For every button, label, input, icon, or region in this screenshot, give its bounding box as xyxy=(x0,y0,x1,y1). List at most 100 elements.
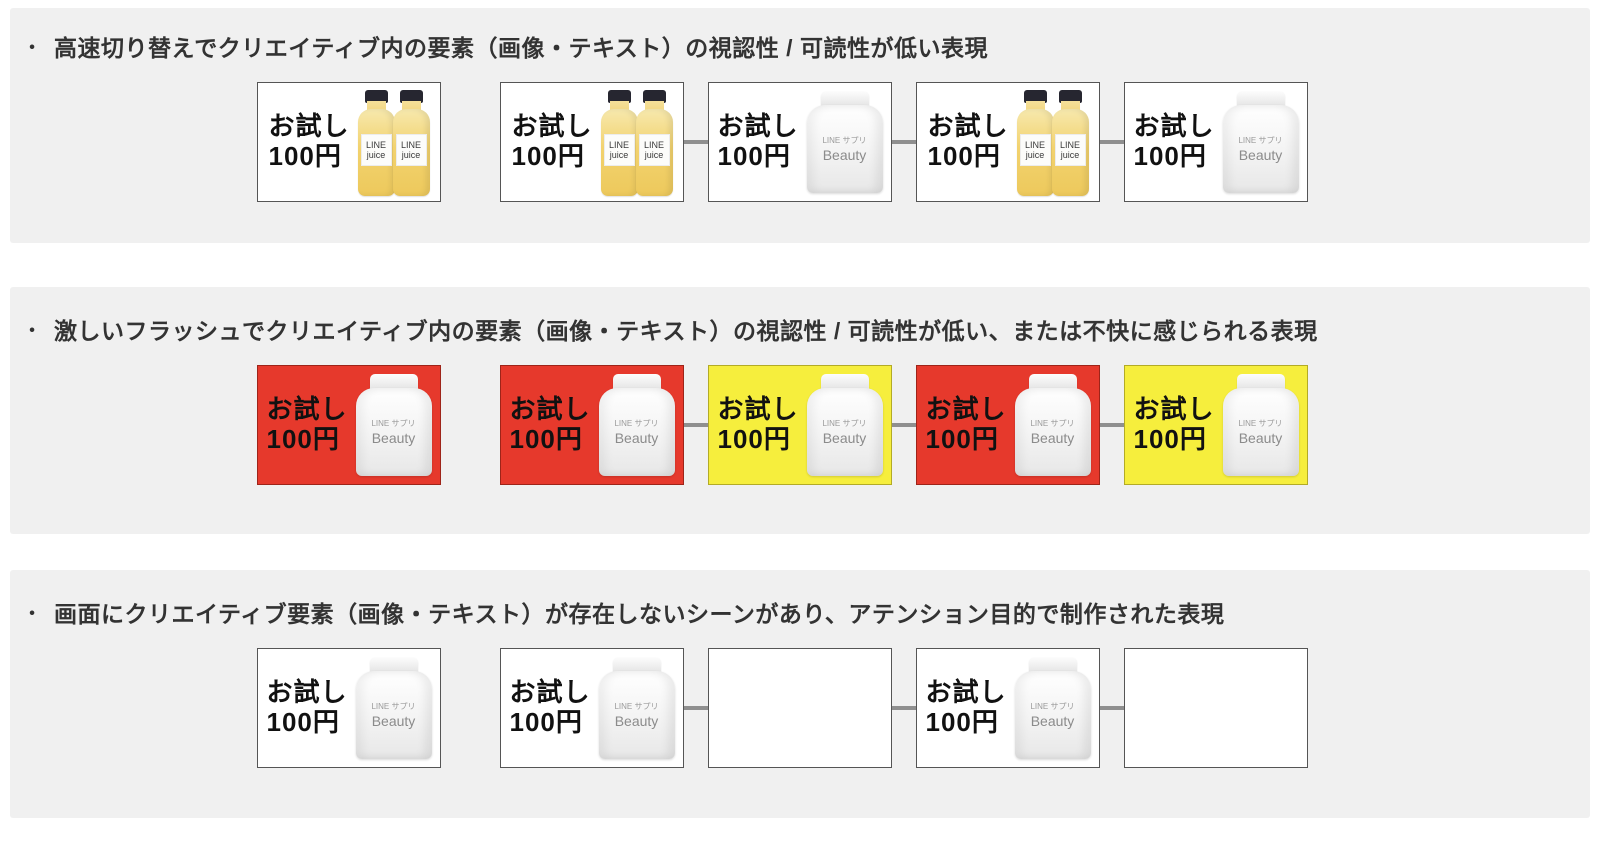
bottle-cap xyxy=(364,89,388,103)
jar-body: LINE サプリ Beauty xyxy=(598,387,675,476)
section-blank-scenes: • 画面にクリエイティブ要素（画像・テキスト）が存在しないシーンがあり、アテンシ… xyxy=(10,570,1590,818)
ad-frame-card: お試し 100円 LINE サプリ Beauty xyxy=(500,647,684,768)
connector-line xyxy=(892,422,916,427)
juice-bottle-image: LINE juice xyxy=(357,89,395,196)
price-line1: お試し xyxy=(925,394,1007,424)
price-text: お試し 100円 xyxy=(268,111,350,172)
ad-frame-card: お試し 100円 LINE サプリ Beauty xyxy=(257,647,441,768)
section-title: 激しいフラッシュでクリエイティブ内の要素（画像・テキスト）の視認性 / 可読性が… xyxy=(54,318,1318,344)
ad-frame-card: お試し 100円 LINE juice xyxy=(916,81,1100,202)
price-line2: 100円 xyxy=(268,140,342,171)
supplement-jar-image: LINE サプリ Beauty xyxy=(1014,373,1091,476)
juice-bottle-image: LINE juice xyxy=(1051,89,1089,196)
juice-bottle-image: LINE juice xyxy=(392,89,430,196)
bottle-label-line2: juice xyxy=(1060,149,1080,160)
jar-label-small: LINE サプリ xyxy=(1030,418,1075,428)
bottle-cap xyxy=(1023,89,1047,103)
bottle-label-line2: juice xyxy=(609,149,629,160)
connector-line xyxy=(1100,139,1124,144)
juice-bottle-image: LINE juice xyxy=(600,89,638,196)
price-line1: お試し xyxy=(927,111,1009,141)
price-line2: 100円 xyxy=(1133,140,1207,171)
price-line2: 100円 xyxy=(717,423,791,454)
price-text: お試し 100円 xyxy=(925,394,1007,455)
jar-label-big: Beauty xyxy=(822,146,867,163)
jar-body: LINE サプリ Beauty xyxy=(355,387,432,476)
price-text: お試し 100円 xyxy=(927,111,1009,172)
frames-row: お試し 100円 LINE サプリ Beauty お試し 100円 LINE サ… xyxy=(257,364,1590,485)
juice-bottles-image: LINE juice LINE juice xyxy=(1016,88,1089,196)
ad-frame-card: お試し 100円 LINE サプリ Beauty xyxy=(708,81,892,202)
jar-cap xyxy=(820,373,869,391)
price-line1: お試し xyxy=(1133,111,1215,141)
supplement-jar-image: LINE サプリ Beauty xyxy=(1014,656,1091,759)
bottle-label-line2: juice xyxy=(366,149,386,160)
jar-label-small: LINE サプリ xyxy=(1030,701,1075,711)
price-line2: 100円 xyxy=(266,423,340,454)
price-line2: 100円 xyxy=(925,423,999,454)
bottle-label-line1: LINE xyxy=(400,139,421,150)
bottle-label: LINE juice xyxy=(1054,133,1086,166)
section-title-row: • 激しいフラッシュでクリエイティブ内の要素（画像・テキスト）の視認性 / 可読… xyxy=(10,317,1590,347)
connector-line xyxy=(892,139,916,144)
jar-label-small: LINE サプリ xyxy=(371,701,416,711)
jar-cap xyxy=(1028,373,1077,391)
section-flashing: • 激しいフラッシュでクリエイティブ内の要素（画像・テキスト）の視認性 / 可読… xyxy=(10,287,1590,534)
price-text: お試し 100円 xyxy=(509,677,591,738)
price-line1: お試し xyxy=(509,677,591,707)
jar-body: LINE サプリ Beauty xyxy=(1222,104,1299,193)
supplement-jar-image: LINE サプリ Beauty xyxy=(598,373,675,476)
jar-label-big: Beauty xyxy=(371,712,416,729)
price-line2: 100円 xyxy=(266,706,340,737)
price-line2: 100円 xyxy=(509,423,583,454)
bottle-label: LINE juice xyxy=(1019,133,1051,166)
jar-label-big: Beauty xyxy=(614,429,659,446)
price-line1: お試し xyxy=(268,111,350,141)
supplement-jar-image: LINE サプリ Beauty xyxy=(598,656,675,759)
price-text: お試し 100円 xyxy=(266,394,347,455)
ad-frame-card: お試し 100円 LINE juice xyxy=(500,81,684,202)
jar-label-small: LINE サプリ xyxy=(614,418,659,428)
price-text: お試し 100円 xyxy=(1133,111,1215,172)
frames-row: お試し 100円 LINE サプリ Beauty お試し 100円 LINE サ… xyxy=(257,647,1590,768)
bottle-label: LINE juice xyxy=(360,133,392,166)
price-line1: お試し xyxy=(1133,394,1215,424)
price-text: お試し 100円 xyxy=(509,394,590,455)
bottle-label-line1: LINE xyxy=(1024,139,1045,150)
jar-label-small: LINE サプリ xyxy=(822,135,867,145)
jar-cap xyxy=(612,373,661,391)
price-line2: 100円 xyxy=(511,140,585,171)
connector-line xyxy=(684,139,708,144)
price-text: お試し 100円 xyxy=(1133,394,1215,455)
price-line2: 100円 xyxy=(509,706,583,737)
price-line1: お試し xyxy=(511,111,593,141)
section-title: 高速切り替えでクリエイティブ内の要素（画像・テキスト）の視認性 / 可読性が低い… xyxy=(54,35,988,61)
price-line1: お試し xyxy=(717,394,799,424)
jar-label-big: Beauty xyxy=(371,429,416,446)
ad-frame-card: お試し 100円 LINE サプリ Beauty xyxy=(916,364,1100,485)
juice-bottles-image: LINE juice LINE juice xyxy=(357,88,430,196)
bottle-cap xyxy=(607,89,631,103)
price-line1: お試し xyxy=(266,677,348,707)
jar-label-big: Beauty xyxy=(1030,429,1075,446)
price-text: お試し 100円 xyxy=(717,111,798,172)
section-title-row: • 画面にクリエイティブ要素（画像・テキスト）が存在しないシーンがあり、アテンシ… xyxy=(10,600,1590,630)
jar-cap xyxy=(1236,373,1285,391)
price-line2: 100円 xyxy=(717,140,791,171)
jar-body: LINE サプリ Beauty xyxy=(806,387,883,476)
jar-label-small: LINE サプリ xyxy=(371,418,416,428)
supplement-jar-image: LINE サプリ Beauty xyxy=(355,656,432,759)
bottle-label-line2: juice xyxy=(644,149,664,160)
price-line1: お試し xyxy=(925,677,1007,707)
connector-line xyxy=(684,705,708,710)
jar-body: LINE サプリ Beauty xyxy=(355,670,432,759)
jar-label-big: Beauty xyxy=(1238,429,1283,446)
juice-bottle-image: LINE juice xyxy=(1016,89,1054,196)
price-line2: 100円 xyxy=(1133,423,1207,454)
bullet-point: • xyxy=(29,39,35,56)
bottle-label-line1: LINE xyxy=(643,139,664,150)
jar-cap xyxy=(369,373,418,391)
section-fast-switching: • 高速切り替えでクリエイティブ内の要素（画像・テキスト）の視認性 / 可読性が… xyxy=(10,8,1590,243)
jar-body: LINE サプリ Beauty xyxy=(806,104,883,193)
price-text: お試し 100円 xyxy=(925,677,1007,738)
